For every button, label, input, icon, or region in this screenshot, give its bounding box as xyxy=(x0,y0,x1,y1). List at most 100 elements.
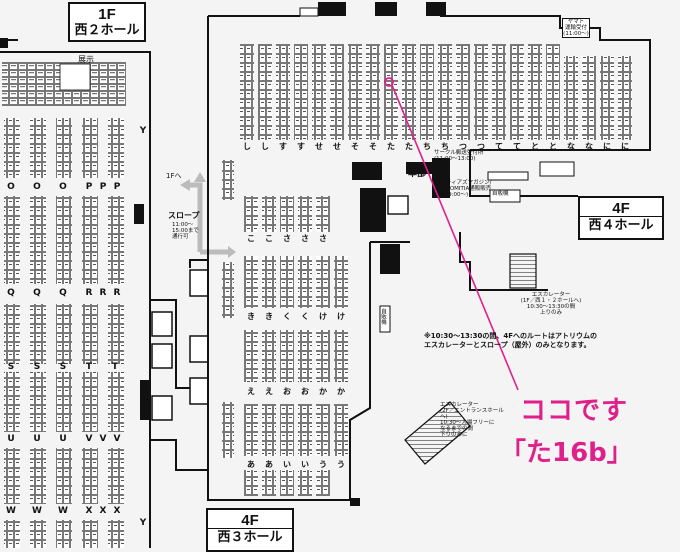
target-circle xyxy=(384,77,394,87)
row-letter: に xyxy=(621,142,629,151)
annotation-booth: 「た16b」 xyxy=(500,438,633,468)
exhibit-label: 展示 xyxy=(78,55,94,64)
row-letter: す xyxy=(297,142,305,151)
row-letter: え xyxy=(247,387,255,396)
row-label: S xyxy=(59,362,67,372)
floor-label: 4F xyxy=(612,200,630,217)
hall-name: 西３ホール xyxy=(208,528,292,547)
row-letter: あ xyxy=(265,460,273,469)
row-label: R xyxy=(85,288,93,298)
row-label: R xyxy=(99,288,107,298)
escalator-2 xyxy=(404,401,471,465)
row-letter: そ xyxy=(351,142,359,151)
row-letter: お xyxy=(301,387,309,396)
row-letter: い xyxy=(283,460,291,469)
row-label: V xyxy=(113,434,121,444)
row-label: O xyxy=(59,182,67,192)
row-letter: き xyxy=(265,312,273,321)
west4-booths xyxy=(222,44,632,232)
row-label: V xyxy=(85,434,93,444)
row-label: X xyxy=(85,506,93,516)
escalator-1 xyxy=(509,253,537,289)
row-label: T xyxy=(85,362,93,372)
row-label: P xyxy=(113,182,121,192)
annotation-here: ココです xyxy=(520,396,629,426)
slope-arrow xyxy=(188,182,230,255)
row-letter: ち xyxy=(441,142,449,151)
row-letter: な xyxy=(567,142,575,151)
west2-hall xyxy=(0,39,151,548)
floor-label: 1F xyxy=(98,6,116,23)
row-label: U xyxy=(7,434,15,444)
row-letter: せ xyxy=(333,142,341,151)
row-letter: せ xyxy=(315,142,323,151)
row-label: Q xyxy=(7,288,15,298)
row-label: Y xyxy=(139,126,147,136)
row-letter: え xyxy=(265,387,273,396)
row-letter: か xyxy=(319,387,327,396)
row-letter: た xyxy=(387,142,395,151)
row-letter: き xyxy=(247,312,255,321)
row-letter: て xyxy=(495,142,503,151)
row-letter: こ xyxy=(247,234,255,243)
row-letter: さ xyxy=(301,234,309,243)
row-letter: と xyxy=(549,142,557,151)
row-letter: し xyxy=(261,142,269,151)
row-label: P xyxy=(85,182,93,192)
row-letter: さ xyxy=(319,234,327,243)
hall-name: 西２ホール xyxy=(70,22,144,40)
row-letter: て xyxy=(513,142,521,151)
row-label: P xyxy=(99,182,107,192)
row-label: O xyxy=(7,182,15,192)
hall-name: 西４ホール xyxy=(580,216,662,235)
row-label: W xyxy=(32,506,42,516)
row-letter: す xyxy=(279,142,287,151)
route-notice: ※10:30～13:30の間、4Fへのルートはアトリウムの エスカレーターとスロ… xyxy=(424,332,598,350)
hall-label-west4: 4F 西４ホール xyxy=(578,196,664,240)
row-letter: な xyxy=(585,142,593,151)
row-letter: た xyxy=(405,142,413,151)
row-label: W xyxy=(58,506,68,516)
row-label: S xyxy=(33,362,41,372)
row-letter: か xyxy=(337,387,345,396)
row-label: X xyxy=(113,506,121,516)
row-letter: く xyxy=(283,312,291,321)
row-letter: う xyxy=(337,460,345,469)
row-letter: ち xyxy=(423,142,431,151)
row-letter: し xyxy=(243,142,251,151)
vending-label: 自販機 xyxy=(492,191,509,197)
circle-desk-label: サークル郵送受付所 (11:00～13:00) xyxy=(434,150,484,163)
row-label: S xyxy=(7,362,15,372)
escalator-2-label: エスカレーター (2F／エントランスホールへ) 10:30～入場フリーに なるま… xyxy=(440,402,504,439)
row-letter: う xyxy=(319,460,327,469)
west3-vending-label: 自販機 xyxy=(380,308,387,325)
row-label: U xyxy=(59,434,67,444)
magazine-label: ティアズマガジン/ COMITIA通販販売 (9:00～) xyxy=(446,180,492,199)
row-letter: お xyxy=(283,387,291,396)
row-label: R xyxy=(113,288,121,298)
slope-title: スロープ xyxy=(168,211,200,220)
pointer-line xyxy=(391,84,519,391)
row-letter: く xyxy=(301,312,309,321)
row-letter: と xyxy=(531,142,539,151)
row-letter: こ xyxy=(265,234,273,243)
yamato-label: ヤマト 運輸受付 (11:00～) xyxy=(562,18,590,39)
row-letter: け xyxy=(337,312,345,321)
west-halls-outline xyxy=(207,15,651,501)
row-label: Y xyxy=(139,518,147,528)
row-label: T xyxy=(111,362,119,372)
hq-label: 本部 xyxy=(408,169,427,179)
row-label: W xyxy=(6,506,16,516)
floor-label: 4F xyxy=(241,512,259,529)
row-letter: い xyxy=(301,460,309,469)
west3-booths xyxy=(222,256,348,496)
hall-label-west2: 1F 西２ホール xyxy=(68,2,146,42)
row-label: V xyxy=(99,434,107,444)
row-letter: に xyxy=(603,142,611,151)
row-letter: あ xyxy=(247,460,255,469)
row-label: U xyxy=(33,434,41,444)
west2-booths xyxy=(4,118,124,548)
slope-note: 11:00～ 15:00まで 通行可 xyxy=(172,222,199,241)
row-letter: そ xyxy=(369,142,377,151)
